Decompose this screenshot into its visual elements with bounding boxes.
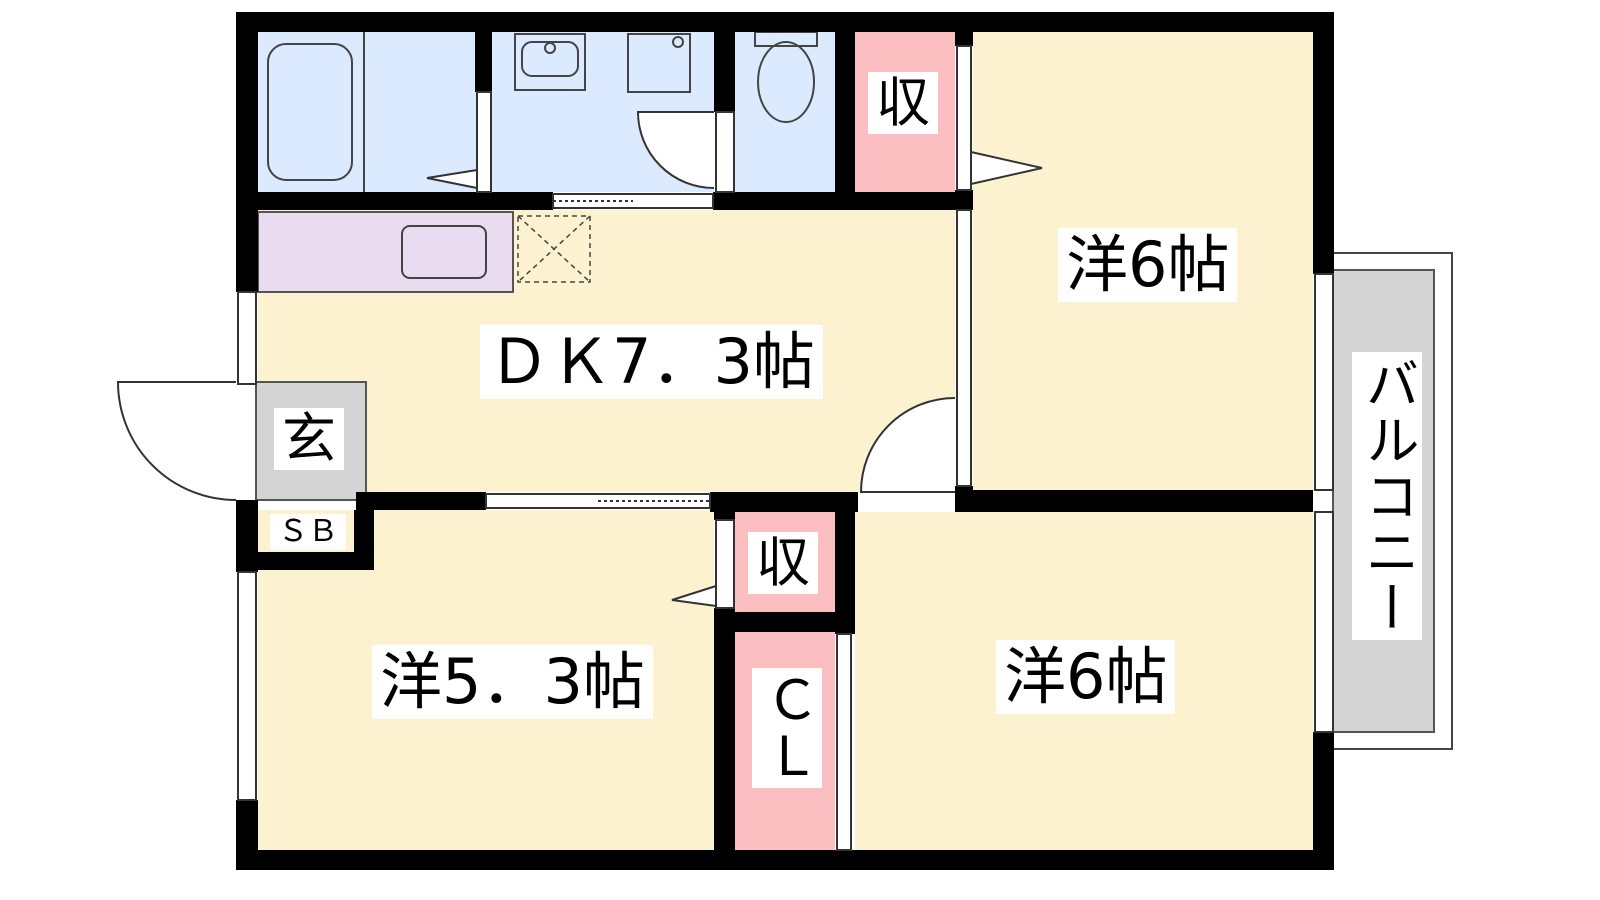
walls <box>236 12 1334 870</box>
faucet-icon <box>544 42 556 54</box>
sink-icon <box>514 33 586 91</box>
room-label-entrance: 玄 <box>274 408 344 470</box>
bath-door-leaf <box>426 168 478 190</box>
toilet-icon <box>757 41 815 123</box>
windows <box>237 45 1334 851</box>
room-label-western-ne: 洋6帖 <box>1058 228 1238 302</box>
washroom-door-swing <box>636 111 715 189</box>
washer-space-icon <box>627 33 691 93</box>
dk-door-swing <box>859 397 956 493</box>
room-label-western-se: 洋6帖 <box>996 640 1176 714</box>
room-label-shoe-box: ＳＢ <box>270 514 346 550</box>
entrance-door-swing <box>116 381 237 501</box>
room-label-closet: ＣＬ <box>752 668 822 788</box>
room-label-storage-top: 収 <box>868 72 938 134</box>
room-label-storage-mid: 収 <box>748 532 818 594</box>
bath-floor <box>258 32 484 192</box>
sliding-doors <box>485 193 714 509</box>
western-ne-door-leaf <box>970 150 1043 186</box>
room-label-dk: ＤＫ7．3帖 <box>480 325 823 399</box>
stove-icon <box>401 225 487 279</box>
kitchen-counter <box>257 211 514 293</box>
bathtub-icon <box>267 43 353 181</box>
storage-mid-door-leaf <box>671 584 717 608</box>
fridge-space-icon <box>517 215 591 283</box>
drain-icon <box>672 36 684 48</box>
toilet-floor <box>735 32 835 192</box>
room-label-balcony: バルコニー <box>1352 352 1422 640</box>
fridge-space-cross <box>517 215 591 283</box>
room-label-western-sw: 洋5．3帖 <box>372 645 653 719</box>
